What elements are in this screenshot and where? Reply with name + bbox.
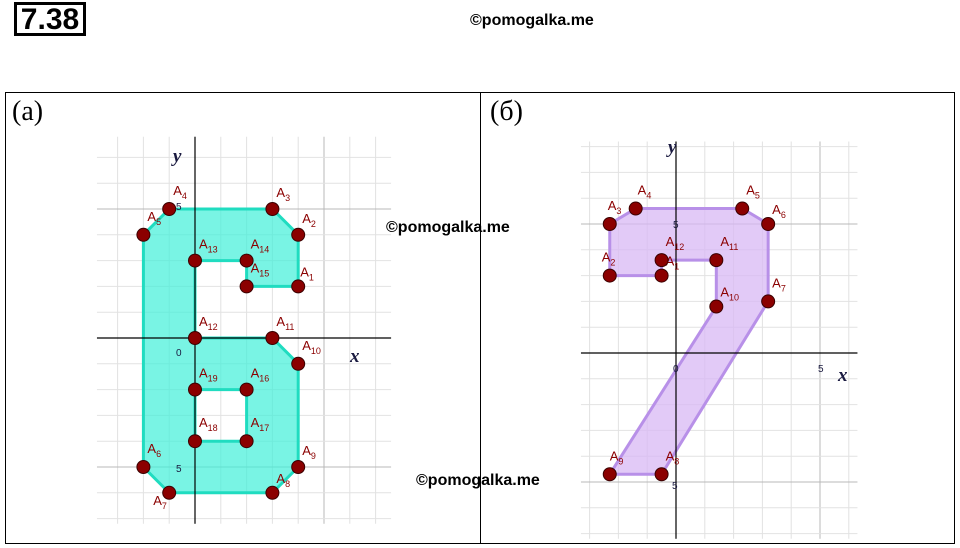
panel-a-point-label: A16 — [251, 366, 270, 384]
panel-b-tick-label: 5 — [673, 220, 679, 231]
panel-a-x-axis-label: x — [349, 346, 360, 367]
panel-a-point-label: A7 — [153, 493, 167, 511]
panel-b-point-label: A3 — [608, 198, 622, 216]
panel-b-point-marker — [654, 253, 669, 268]
panel-a-tick-label: 5 — [176, 202, 182, 213]
watermark-middle: ©pomogalka.me — [386, 219, 510, 236]
panel-a-point-label: A10 — [302, 338, 321, 356]
panel-b-point-label: A10 — [720, 285, 739, 303]
panel-a-point-label: A11 — [276, 314, 294, 332]
panel-a-point-label: A13 — [199, 237, 218, 255]
panel-b-axes — [580, 141, 858, 539]
panel-a-point-marker — [291, 460, 306, 474]
panel-a-point-marker — [136, 460, 151, 474]
panel-a-digit-six-shape — [141, 207, 300, 495]
panel-divider — [480, 92, 481, 544]
panel-b-point-marker — [628, 201, 643, 216]
panel-a-point-label: A2 — [302, 211, 316, 229]
panel-a-point-marker — [265, 331, 280, 345]
panel-a-point-marker — [162, 485, 177, 500]
panel-b-point-label: A5 — [746, 183, 760, 201]
panel-a-point-label: A9 — [302, 443, 316, 461]
panel-a-point-marker — [239, 382, 254, 397]
panel-b-point-marker — [602, 268, 617, 283]
panel-b-point-label: A2 — [602, 250, 616, 268]
panel-a-point-marker — [265, 485, 280, 500]
panel-b-point-label: A9 — [610, 448, 624, 466]
panel-b-point-label: A1 — [666, 254, 680, 272]
watermark-bottom: ©pomogalka.me — [416, 472, 540, 489]
panel-a-point-marker — [291, 279, 306, 294]
panel-b-point-marker — [654, 268, 669, 283]
panel-a-point-label: A17 — [251, 415, 270, 433]
panel-b-point-marker — [602, 467, 617, 482]
panel-b-tick-label: 5 — [672, 481, 678, 492]
panel-b-point-marker — [761, 217, 776, 231]
panel-b-point-label: A8 — [666, 448, 680, 466]
watermark-top: ©pomogalka.me — [470, 12, 594, 29]
panel-a-point-marker — [291, 356, 306, 371]
panel-b-point-marker — [735, 201, 750, 216]
panel-a-point-marker — [291, 227, 306, 242]
panel-a-point-marker — [162, 202, 177, 216]
panel-b-origin-label: 0 — [673, 364, 679, 375]
panel-b-point-marker — [654, 467, 669, 482]
panel-b-point-label: A6 — [772, 202, 786, 220]
panel-a-point-marker — [188, 253, 202, 268]
panel-a-tick-label: 5 — [176, 464, 182, 475]
panel-b-point-marker — [602, 217, 617, 231]
panel-a-y-axis-label: y — [171, 146, 182, 167]
panel-b-label: (б) — [490, 96, 523, 127]
panel-a-point-label: A15 — [251, 260, 270, 278]
panel-a-point-marker — [136, 227, 151, 242]
panel-a-point-label: A1 — [300, 264, 314, 282]
panel-a-label: (а) — [12, 96, 44, 127]
panel-a-point-label: A4 — [173, 183, 187, 201]
panel-b-digit-seven-shape — [607, 207, 770, 476]
panel-b-y-axis-label: y — [666, 137, 677, 158]
panel-a-point-label: A18 — [199, 415, 218, 433]
panel-b-x-axis-label: x — [837, 365, 848, 386]
panel-a-point-label: A5 — [147, 209, 161, 227]
panel-a-point-label: A8 — [276, 471, 290, 489]
panel-a-point-marker — [239, 279, 254, 294]
panel-a-point-label: A3 — [276, 185, 290, 203]
panel-b-point-marker — [761, 294, 776, 309]
panel-b-point-label: A12 — [666, 234, 685, 252]
panel-a-axes — [96, 136, 392, 524]
panel-a-point-marker — [239, 253, 254, 268]
panel-b-point-label: A4 — [638, 183, 652, 201]
panel-a-point-label: A19 — [199, 366, 218, 384]
panel-b-tick-label: 5 — [818, 364, 824, 375]
panel-a-point-label: A14 — [251, 237, 270, 255]
panel-a-point-marker — [265, 202, 280, 216]
panel-b-point-label: A11 — [720, 234, 738, 252]
panel-a-point-marker — [188, 382, 202, 397]
problem-number: 7.38 — [14, 2, 86, 36]
panel-b-point-marker — [709, 299, 724, 314]
panel-a-origin-label: 0 — [176, 348, 182, 359]
panel-a-point-marker — [188, 331, 202, 345]
panel-b-point-marker — [709, 253, 724, 268]
panel-a-point-marker — [188, 434, 202, 449]
panel-a-point-label: A6 — [147, 441, 161, 459]
panel-a-point-label: A12 — [199, 314, 218, 332]
panel-a-point-marker — [239, 434, 254, 449]
panel-b-point-label: A7 — [772, 275, 786, 293]
